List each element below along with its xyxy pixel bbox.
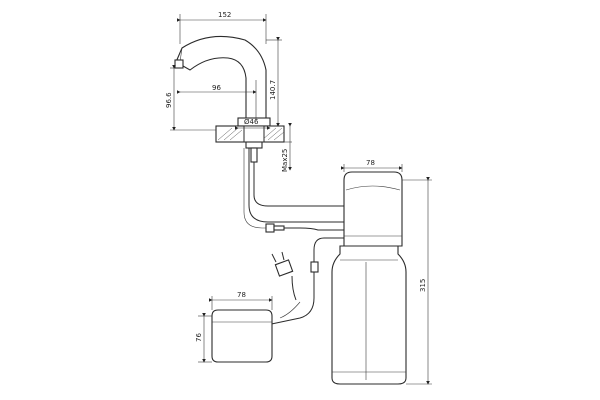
cable-connector — [310, 261, 319, 273]
dim-max-deck: Max25 — [281, 149, 289, 172]
mounting-shank — [245, 141, 263, 163]
hoses — [243, 148, 344, 233]
dim-battery-box-height: 76 — [195, 333, 203, 342]
faucet — [174, 35, 271, 127]
dim-bottle-height: 315 — [419, 279, 427, 292]
control-box — [343, 171, 403, 247]
dimensions: 152 140.7 96.6 96 Ø46 Max25 78 315 — [165, 11, 432, 385]
dim-outlet-offset: 96 — [212, 84, 221, 92]
dim-outlet-height: 96.6 — [165, 92, 173, 108]
dim-battery-box-width: 78 — [237, 291, 246, 299]
dim-base-diameter: Ø46 — [244, 118, 259, 126]
faucet-outlet — [174, 59, 184, 69]
dim-spout-reach: 152 — [218, 11, 231, 19]
countertop-section — [215, 125, 285, 143]
power-plug — [271, 251, 297, 301]
battery-box — [211, 309, 273, 363]
soap-bottle — [331, 245, 407, 385]
dim-control-box-width: 78 — [366, 159, 375, 167]
power-cable — [261, 237, 344, 327]
hose-connector — [265, 223, 344, 233]
faucet-spout — [175, 35, 267, 125]
dim-spout-height: 140.7 — [269, 80, 277, 100]
